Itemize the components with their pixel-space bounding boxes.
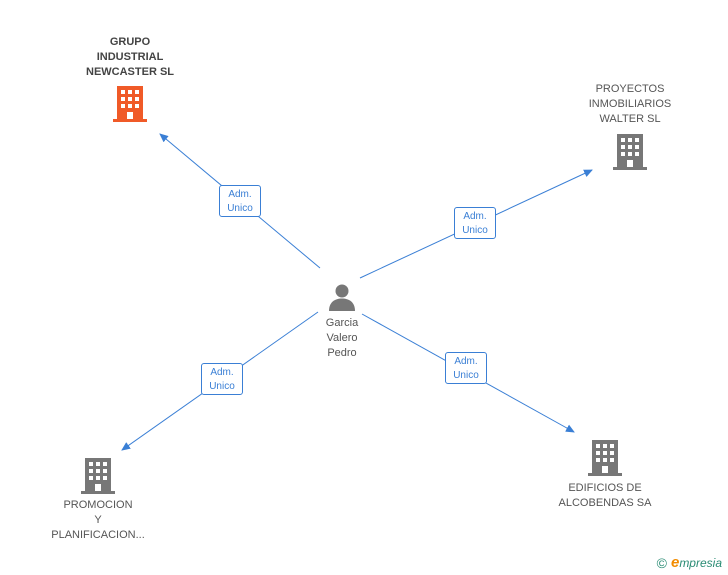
building-icon (113, 86, 147, 122)
role-label-grupo[interactable]: Adm. Unico (219, 185, 261, 217)
company-name-line: INDUSTRIAL (96, 51, 164, 63)
person-name-line: Valero (326, 332, 358, 344)
company-name-line: ALCOBENDAS SA (558, 497, 652, 509)
role-label-line: Unico (209, 381, 235, 392)
building-icon (81, 458, 115, 494)
person-icon (329, 284, 355, 311)
person-node[interactable]: Garcia Valero Pedro (300, 282, 384, 361)
company-name-line: EDIFICIOS DE (568, 482, 642, 494)
company-name-line: NEWCASTER SL (86, 66, 174, 78)
person-name-line: Pedro (327, 347, 357, 359)
brand-logo-text: mpresia (679, 556, 722, 570)
company-name-line: PLANIFICACION... (51, 529, 145, 541)
role-label-line: Unico (462, 225, 488, 236)
role-label-line: Adm. (454, 356, 478, 367)
role-label-line: Unico (227, 203, 253, 214)
building-icon (613, 134, 647, 170)
role-label-line: Unico (453, 370, 479, 381)
brand-footer[interactable]: © empresia (657, 554, 722, 571)
role-label-line: Adm. (463, 211, 487, 222)
role-label-line: Adm. (228, 189, 252, 200)
company-name-line: INMOBILIARIOS (588, 98, 672, 110)
copyright-icon: © (656, 554, 667, 571)
building-icon (588, 440, 622, 476)
role-label-proyectos[interactable]: Adm. Unico (454, 207, 496, 239)
role-label-line: Adm. (210, 367, 234, 378)
role-label-promocion[interactable]: Adm. Unico (201, 363, 243, 395)
company-node-grupo[interactable]: GRUPO INDUSTRIAL NEWCASTER SL (60, 35, 200, 122)
company-name-line: GRUPO (109, 36, 151, 48)
company-name-line: Y (94, 514, 102, 526)
company-node-promocion[interactable]: PROMOCION Y PLANIFICACION... (28, 458, 168, 543)
company-node-proyectos[interactable]: PROYECTOS INMOBILIARIOS WALTER SL (560, 82, 700, 170)
role-label-edificios[interactable]: Adm. Unico (445, 352, 487, 384)
company-node-edificios[interactable]: EDIFICIOS DE ALCOBENDAS SA (535, 440, 675, 511)
company-name-line: WALTER SL (599, 113, 661, 125)
person-name-line: Garcia (325, 317, 359, 329)
company-name-line: PROYECTOS (595, 83, 665, 95)
company-name-line: PROMOCION (63, 499, 133, 511)
brand-logo-initial: e (670, 554, 680, 571)
